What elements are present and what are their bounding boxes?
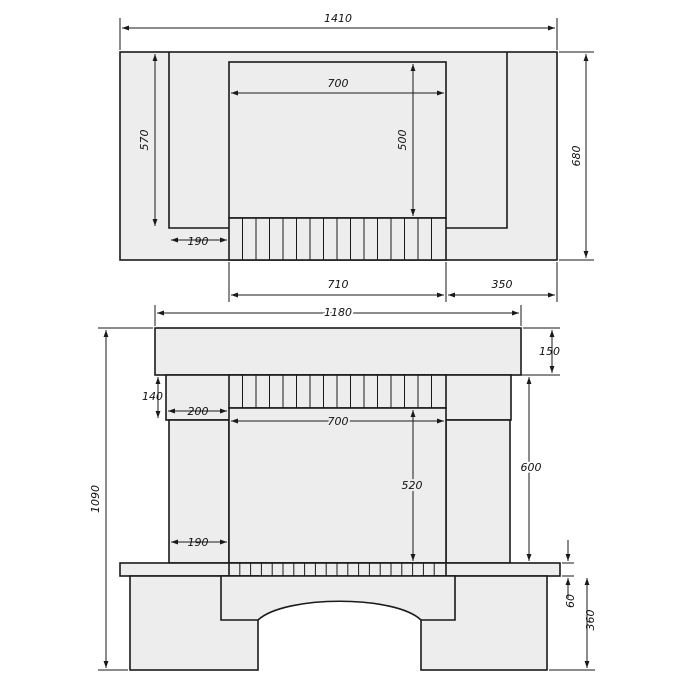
label-firebox-depth: 500 <box>396 130 409 151</box>
label-overall-width: 1410 <box>324 12 352 25</box>
label-side-offset: 350 <box>492 278 513 291</box>
front-view-dimensions <box>98 305 595 671</box>
label-side-width: 190 <box>188 235 209 248</box>
label-hearth-thickness: 60 <box>564 594 577 608</box>
front-view-labels: 1180 150 140 200 700 520 600 1090 190 60… <box>89 304 597 631</box>
top-view-labels: 1410 700 500 570 680 190 710 350 <box>138 12 583 291</box>
label-opening-height: 520 <box>402 479 423 492</box>
label-frieze-height: 140 <box>142 390 163 403</box>
label-base-height: 360 <box>584 610 597 631</box>
firebox-opening <box>228 407 447 564</box>
plan-inner-niche <box>168 52 229 229</box>
left-pillar <box>168 419 230 564</box>
front-view <box>119 327 561 671</box>
label-frieze-return: 200 <box>188 405 209 418</box>
plan-hearth-slats <box>242 218 432 260</box>
top-view-dimensions <box>119 18 594 302</box>
label-pillar-width: 190 <box>188 536 209 549</box>
label-mantel-width: 1180 <box>324 306 352 319</box>
hearth-grate-slats <box>239 563 435 576</box>
frieze-panel-slats <box>242 375 432 408</box>
label-firebox-width: 700 <box>328 77 349 90</box>
label-overall-depth: 680 <box>570 146 583 167</box>
right-pillar <box>445 419 511 564</box>
label-mantel-height: 150 <box>539 345 560 358</box>
base-arch <box>220 575 456 621</box>
label-inner-depth: 570 <box>138 130 151 151</box>
label-opening-width: 700 <box>328 415 349 428</box>
plan-inner-niche-right <box>446 52 508 229</box>
label-total-height: 1090 <box>89 485 102 513</box>
label-pillar-height: 600 <box>521 461 542 474</box>
label-hearth-width: 710 <box>328 278 349 291</box>
plan-firebox <box>228 61 447 219</box>
mantel-shelf <box>154 327 522 376</box>
